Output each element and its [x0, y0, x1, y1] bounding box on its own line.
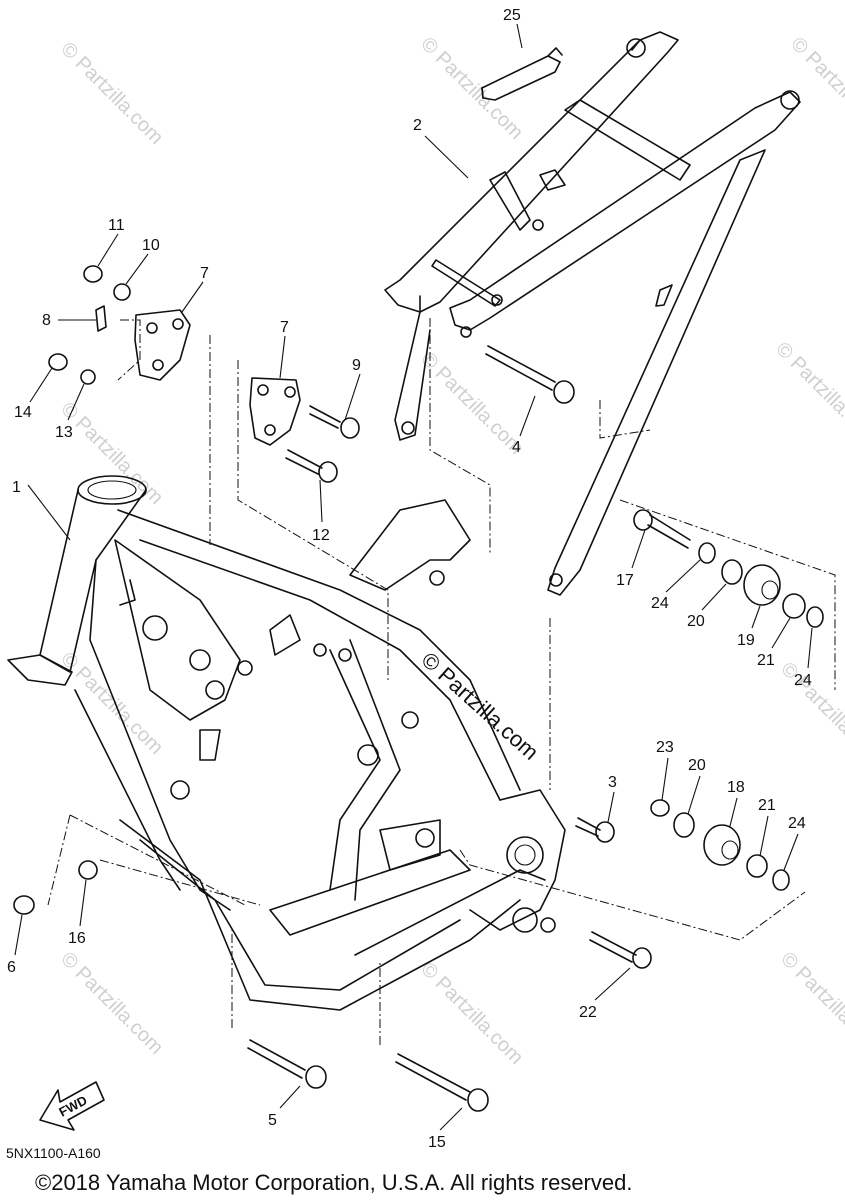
part-15-bolt: [395, 1053, 471, 1101]
part-21-collar-a: [782, 593, 806, 619]
callout-2: 2: [413, 117, 422, 134]
callout-21b: 21: [758, 797, 776, 814]
part-24-washer-b: [806, 606, 824, 628]
callout-20a: 20: [687, 613, 705, 630]
part-7-bracket-right: [249, 377, 301, 446]
callout-15: 15: [428, 1134, 446, 1151]
hardware-group: [13, 265, 824, 1112]
callout-16: 16: [68, 930, 86, 947]
copyright-notice: ©2018 Yamaha Motor Corporation, U.S.A. A…: [35, 1170, 632, 1195]
callout-leaders: [14, 23, 813, 1131]
part-10-washer: [113, 283, 131, 301]
part-2-rear-subframe: [384, 31, 801, 596]
callout-4: 4: [512, 439, 521, 456]
part-4-bolt: [485, 345, 556, 391]
callout-23: 23: [656, 739, 674, 756]
part-25-brace: [481, 47, 563, 101]
callout-25: 25: [503, 7, 521, 24]
watermark: © Partzilla.com: [56, 648, 167, 759]
part-11-nut: [83, 265, 103, 283]
part-9-bolt: [309, 405, 341, 429]
callout-19: 19: [737, 632, 755, 649]
watermark: © Partzilla.com: [56, 38, 167, 149]
watermark: © Partzilla.com: [416, 348, 527, 459]
callout-7b: 7: [280, 319, 289, 336]
part-17-bolt: [633, 509, 653, 531]
callout-18: 18: [727, 779, 745, 796]
watermark: © Partzilla.com: [56, 398, 167, 509]
callout-1: 1: [12, 479, 21, 496]
part-22-bolt: [589, 931, 637, 963]
watermark: © Partzilla.com: [416, 958, 527, 1069]
part-5-bolt: [247, 1039, 306, 1079]
part-21-collar-b: [746, 854, 768, 878]
callout-24b: 24: [794, 672, 812, 689]
callout-labels: 25 2 11 10 7 8 7 9 14 13 4 1 12 17 24 20…: [7, 7, 812, 1151]
fwd-arrow-icon: FWD: [39, 1081, 105, 1131]
callout-24a: 24: [651, 595, 669, 612]
callout-22: 22: [579, 1004, 597, 1021]
part-8-plate: [95, 305, 107, 332]
diagram-code: 5NX1100-A160: [6, 1145, 101, 1161]
part-20-collar-a: [721, 559, 743, 585]
callout-11: 11: [108, 217, 125, 234]
callout-10: 10: [142, 237, 160, 254]
watermark: © Partzilla.com: [416, 33, 527, 144]
callout-8: 8: [42, 312, 51, 329]
callout-5: 5: [268, 1112, 277, 1129]
part-24-washer-c: [772, 869, 790, 891]
watermark: © Partzilla.com: [771, 338, 845, 449]
leader-lines: [47, 318, 836, 1045]
callout-6: 6: [7, 959, 16, 976]
part-12-bolt: [285, 449, 323, 475]
watermark: © Partzilla.com: [56, 948, 167, 1059]
watermark: © Partzilla.com: [786, 33, 845, 144]
watermark: © Partzilla.com: [417, 647, 544, 765]
part-1-main-frame: [7, 475, 566, 1011]
part-20-collar-b: [673, 812, 695, 838]
callout-12: 12: [312, 527, 330, 544]
part-13-washer: [80, 369, 96, 385]
fwd-label: FWD: [56, 1093, 89, 1120]
callout-21a: 21: [757, 652, 775, 669]
part-24-washer-a: [698, 542, 716, 564]
callout-7: 7: [200, 265, 209, 282]
part-18-bushing: [703, 824, 741, 866]
callout-13: 13: [55, 424, 73, 441]
part-19-bushing: [743, 564, 781, 606]
part-14-nut: [48, 353, 68, 371]
watermark: © Partzilla.com: [776, 948, 845, 1059]
part-7-bracket-left: [134, 309, 191, 381]
part-23-nut: [650, 799, 670, 817]
part-16-washer: [78, 860, 98, 880]
callout-17: 17: [616, 572, 634, 589]
part-6-nut: [13, 895, 35, 915]
callout-20b: 20: [688, 757, 706, 774]
callout-3: 3: [608, 774, 617, 791]
callout-14: 14: [14, 404, 32, 421]
callout-9: 9: [352, 357, 361, 374]
callout-24c: 24: [788, 815, 806, 832]
